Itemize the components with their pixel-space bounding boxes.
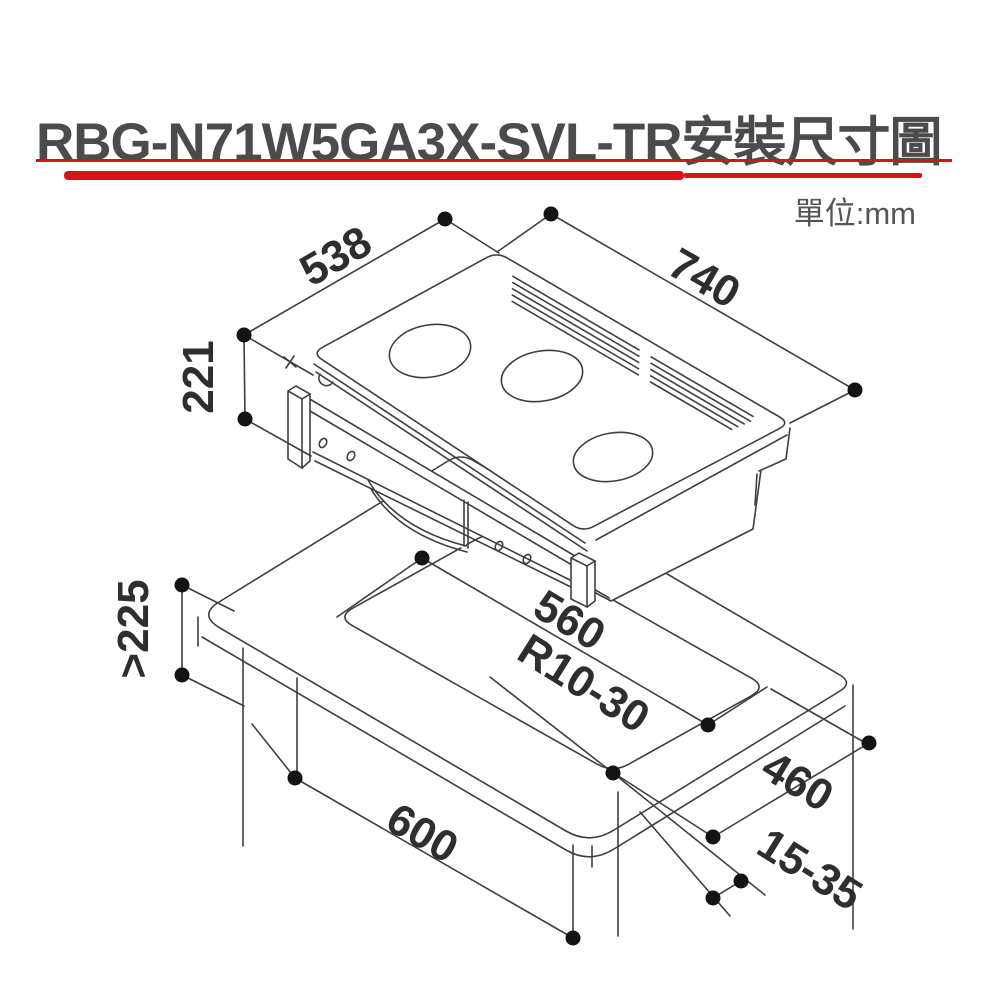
right-tab-fill	[571, 553, 595, 607]
red-divider-medium	[684, 173, 922, 178]
right-tab-lines	[570, 552, 597, 609]
burner-right	[572, 431, 654, 483]
unit-label: 單位:mm	[793, 196, 916, 231]
dim-740-lines	[496, 213, 856, 424]
front-rail-fill	[308, 398, 578, 585]
vent-slot-lines	[511, 275, 754, 431]
body-right-fill	[583, 423, 790, 601]
page-title: RBG-N71W5GA3X-SVL-TR安裝尺寸圖	[36, 113, 943, 172]
cooktop	[287, 254, 791, 609]
scoop-curves	[367, 479, 468, 553]
dim-460-lines	[619, 688, 870, 838]
dim-221-label: 221	[174, 340, 223, 413]
dim-740-label: 740	[660, 239, 748, 318]
dim-538-lines	[243, 218, 500, 376]
dim-600-lines	[251, 723, 574, 939]
dim-538-label: 538	[292, 217, 380, 296]
red-divider-thin	[36, 159, 952, 162]
left-tab-lines	[287, 385, 312, 470]
rail-screw-hole-4	[522, 553, 532, 565]
left-tab-fill	[288, 386, 310, 468]
counter-top-outline	[207, 456, 848, 839]
dim-560-lines	[336, 557, 768, 726]
dim-225-lines	[181, 584, 245, 707]
glass-top-fill	[317, 254, 785, 529]
glass-top-outline	[316, 254, 786, 530]
cabinet-edge-lines	[242, 647, 854, 937]
red-divider-thick	[64, 171, 684, 180]
dim-15-35-lines	[617, 776, 766, 917]
body-right-profile	[591, 427, 791, 602]
burner-middle	[500, 349, 584, 403]
dim-15-35-label: 15-35	[749, 819, 870, 920]
rail-screw-hole-2	[346, 450, 356, 462]
dim-600-label: 600	[378, 794, 466, 873]
dimension-endpoint-dots	[174, 206, 877, 946]
burner-left	[388, 323, 472, 379]
center-cross-mark	[283, 355, 297, 369]
dim-225-label: >225	[109, 579, 158, 678]
scoop-fill	[368, 479, 466, 549]
radius-leader-line	[489, 676, 614, 774]
glass-edge-notch	[318, 373, 334, 387]
rail-screw-hole-1	[318, 437, 328, 449]
dim-221-lines	[243, 334, 312, 457]
rail-screw-hole-3	[494, 540, 504, 552]
front-rail-lines	[307, 397, 580, 592]
counter-lower-edge	[201, 636, 846, 858]
glass-edge-lines	[313, 363, 788, 552]
